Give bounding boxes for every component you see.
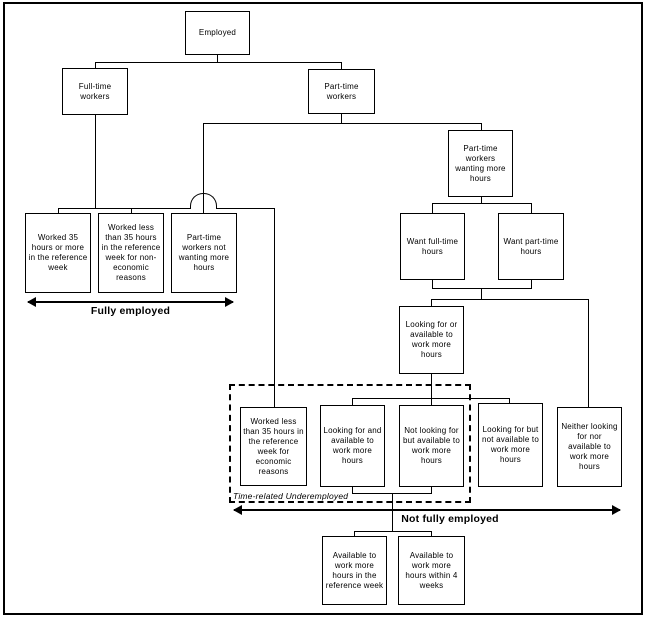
- connector: [95, 115, 96, 208]
- node-want-full-time: Want full-time hours: [400, 213, 465, 280]
- connector: [58, 208, 59, 213]
- connector: [274, 208, 275, 407]
- connector: [216, 208, 275, 209]
- connector: [432, 203, 433, 213]
- connector: [352, 487, 353, 493]
- connector: [481, 123, 482, 130]
- connector: [58, 208, 191, 209]
- connector: [95, 62, 342, 63]
- connector: [341, 62, 342, 69]
- connector: [217, 55, 218, 62]
- time-related-underemployed-label: Time-related Underemployed: [233, 491, 349, 501]
- node-worked-less-non-economic: Worked less than 35 hours in the referen…: [98, 213, 164, 293]
- connector: [481, 288, 482, 299]
- node-looking-but-not-available: Looking for but not available to work mo…: [478, 403, 543, 487]
- time-related-underemployed-region: [229, 384, 471, 503]
- node-part-time-workers: Part-time workers: [308, 69, 375, 114]
- node-not-looking-but-available: Not looking for but available to work mo…: [399, 405, 464, 487]
- connector: [203, 123, 482, 124]
- connector: [432, 280, 433, 288]
- connector: [588, 299, 589, 407]
- fully-employed-label: Fully employed: [90, 305, 171, 317]
- node-looking-and-available: Looking for and available to work more h…: [320, 405, 385, 487]
- fully-employed-arrow: [27, 297, 234, 307]
- node-neither-looking-nor-available: Neither looking for nor available to wor…: [557, 407, 622, 487]
- connector: [481, 197, 482, 203]
- connector: [131, 208, 132, 213]
- connector: [531, 203, 532, 213]
- connector: [203, 123, 204, 213]
- node-available-4-weeks: Available to work more hours within 4 we…: [398, 536, 465, 605]
- not-fully-employed-arrow: [233, 505, 621, 515]
- node-looking-or-available: Looking for or available to work more ho…: [399, 306, 464, 374]
- connector: [392, 493, 393, 531]
- connector: [432, 288, 532, 289]
- connector: [341, 114, 342, 123]
- connector: [431, 299, 432, 306]
- connector: [354, 531, 432, 532]
- node-full-time-workers: Full-time workers: [62, 68, 128, 115]
- node-pt-not-wanting-more: Part-time workers not wanting more hours: [171, 213, 237, 293]
- connector: [352, 398, 510, 399]
- connector: [352, 398, 353, 405]
- node-employed: Employed: [185, 11, 250, 55]
- connector: [509, 398, 510, 403]
- connector: [431, 374, 432, 405]
- connector: [431, 299, 589, 300]
- connector: [354, 531, 355, 536]
- connector: [431, 531, 432, 536]
- not-fully-employed-label: Not fully employed: [401, 513, 499, 525]
- node-pt-wanting-more: Part-time workers wanting more hours: [448, 130, 513, 197]
- node-available-reference-week: Available to work more hours in the refe…: [322, 536, 387, 605]
- connector: [431, 487, 432, 493]
- node-worked-less-economic: Worked less than 35 hours in the referen…: [240, 407, 307, 486]
- connector: [432, 203, 532, 204]
- node-worked-35-or-more: Worked 35 hours or more in the reference…: [25, 213, 91, 293]
- node-want-part-time: Want part-time hours: [498, 213, 564, 280]
- diagram-border: [3, 2, 643, 615]
- connector: [95, 62, 96, 68]
- connector: [531, 280, 532, 288]
